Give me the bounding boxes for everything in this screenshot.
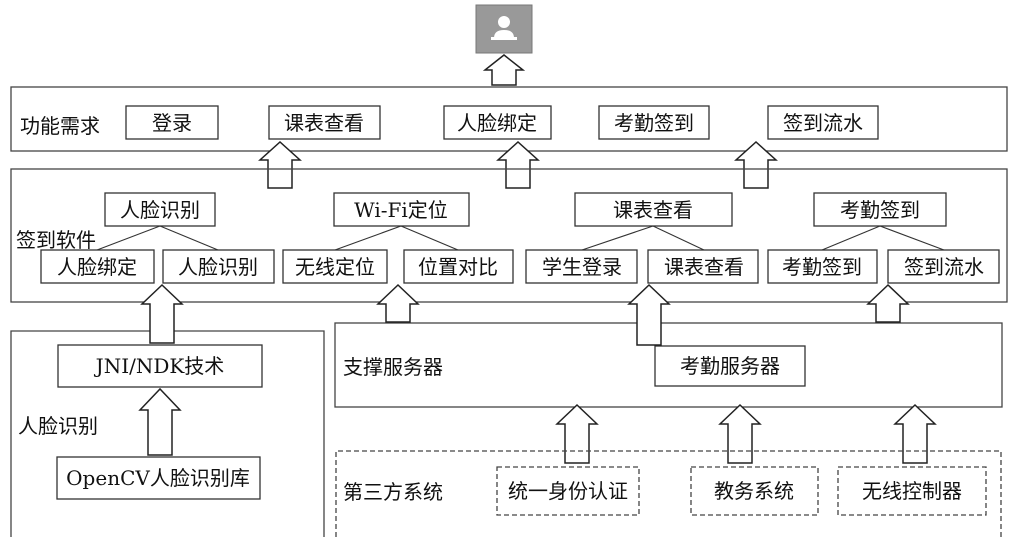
module-schedule-child-view-box [647,249,759,284]
func-flow-label: 签到流水 [783,111,863,135]
func-login-box [125,105,219,140]
module-schedule-box [574,192,733,227]
opencv-label: OpenCV人脸识别库 [66,466,250,490]
third-party-frame [335,450,1002,537]
arrow-to-user [482,54,526,86]
module-schedule-link-left [581,225,654,251]
module-wifi-child-compare-box [403,249,514,284]
func-flow-box [767,105,879,140]
arrow-sw-to-func-3 [734,140,778,189]
module-face-label: 人脸识别 [120,198,200,222]
func-face-bind-box [443,105,552,140]
module-schedule-child-view-label: 课表查看 [664,255,744,279]
arrow-auth-to-server [555,403,599,464]
module-checkin-label: 考勤签到 [840,198,920,222]
function-layer-title: 功能需求 [20,114,100,138]
module-schedule-link-right [652,225,705,251]
face-layer-title: 人脸识别 [18,414,98,438]
module-face-link-right [159,225,219,251]
module-wifi-label: Wi-Fi定位 [354,198,448,222]
module-wifi-child-compare-label: 位置对比 [418,255,498,279]
func-schedule-label: 课表查看 [284,111,364,135]
module-checkin-child-flow-box [887,249,1000,284]
module-checkin-link-left [821,225,881,251]
module-face-child-bind-label: 人脸绑定 [57,255,137,279]
software-layer-frame [10,168,1008,303]
module-checkin-link-right [879,225,945,251]
module-wifi-link-right [400,225,459,251]
auth-label: 统一身份认证 [508,479,628,503]
jni-label: JNI/NDK技术 [94,354,225,378]
module-wifi-link-left [334,225,402,251]
opencv-box [56,456,261,500]
module-wifi-box [333,192,470,227]
arrow-server-to-wifi [376,283,420,323]
attendance-server-label: 考勤服务器 [680,354,780,378]
module-face-child-bind-box [40,249,155,284]
module-checkin-child-sign-label: 考勤签到 [782,255,862,279]
arrow-server-to-checkin [866,283,910,323]
wireless-controller-label: 无线控制器 [862,479,962,503]
module-face-link-left [96,225,161,251]
module-checkin-child-flow-label: 签到流水 [904,255,984,279]
arrow-opencv-to-jni [138,387,182,456]
server-layer-frame [334,322,1003,408]
func-checkin-label: 考勤签到 [614,111,694,135]
wireless-controller-box [837,466,987,516]
auth-box [496,466,640,516]
arrow-wlc-to-server [893,403,937,464]
server-layer-title: 支撑服务器 [343,355,443,379]
func-login-label: 登录 [152,111,192,135]
module-wifi-child-locate-label: 无线定位 [295,255,375,279]
func-face-bind-label: 人脸绑定 [457,111,537,135]
module-checkin-box [813,192,947,227]
jni-box [57,344,263,388]
module-face-box [104,192,216,227]
module-face-child-recog-label: 人脸识别 [178,255,258,279]
module-schedule-child-login-label: 学生登录 [542,255,622,279]
arrow-edu-to-server [718,403,762,464]
attendance-server-box [654,345,806,387]
arrow-sw-to-func-1 [258,140,302,189]
module-schedule-child-login-box [525,249,638,284]
user-computer-icon [475,4,533,54]
arrow-jni-to-software [140,283,184,344]
arrow-sw-to-func-2 [496,140,540,189]
software-layer-title: 签到软件 [16,228,96,252]
module-checkin-child-sign-box [767,249,878,284]
edu-system-label: 教务系统 [714,479,794,503]
func-schedule-box [268,105,381,140]
third-party-title: 第三方系统 [343,480,443,504]
module-face-child-recog-box [162,249,275,284]
module-wifi-child-locate-box [282,249,388,284]
module-schedule-label: 课表查看 [613,198,693,222]
func-checkin-box [598,105,710,140]
arrow-server-to-schedule [627,283,671,346]
